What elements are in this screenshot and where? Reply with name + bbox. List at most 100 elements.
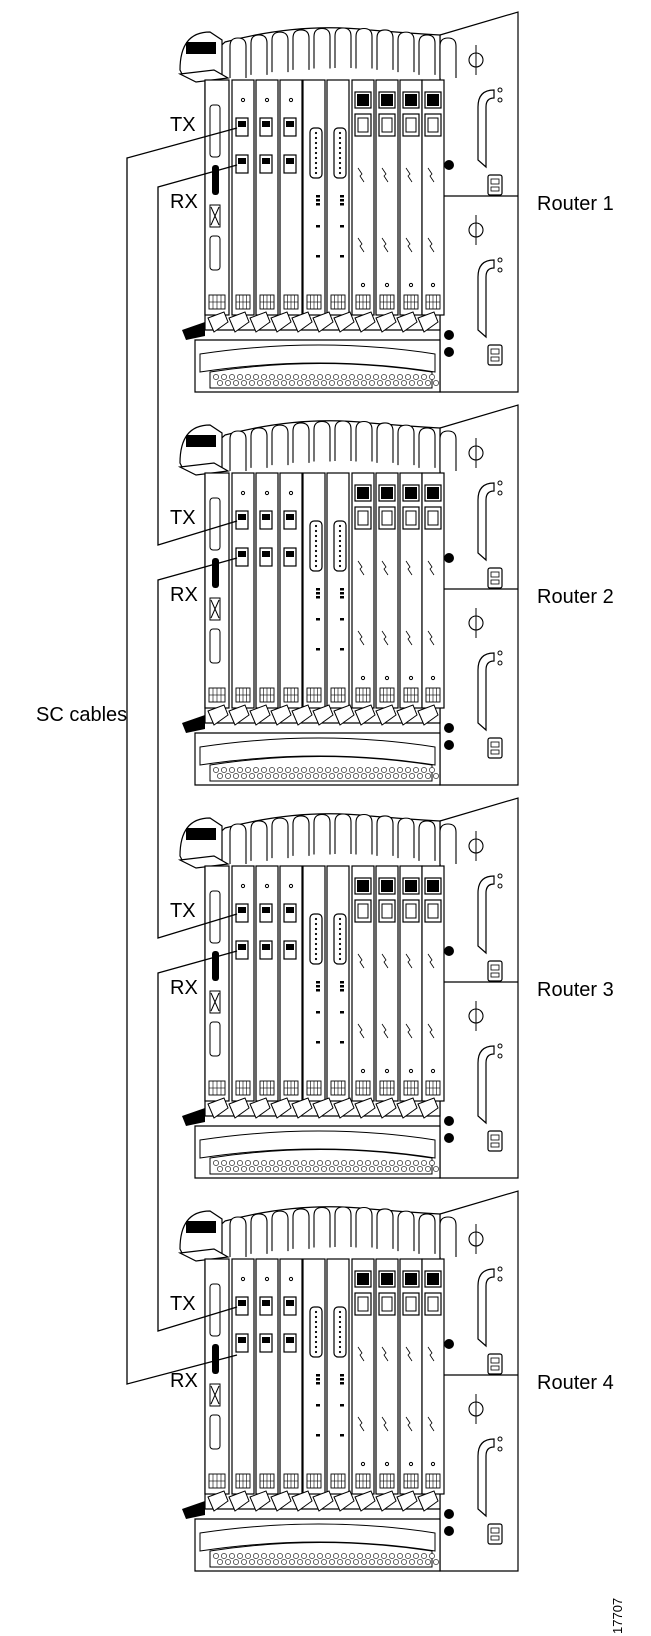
thumbscrew-icon — [444, 347, 454, 357]
line-card — [256, 80, 278, 315]
cable-label: SC cables — [36, 705, 127, 725]
ejector-handle — [419, 35, 435, 75]
ejector-handle — [335, 421, 351, 461]
pcmcia-slot — [210, 498, 220, 550]
ejector-handle — [398, 1211, 414, 1251]
router-4-rx-label: RX — [170, 1371, 198, 1391]
line-card — [327, 1259, 349, 1494]
aux-port — [210, 629, 220, 663]
pcmcia-slot — [210, 1284, 220, 1336]
power-inlet-icon — [488, 568, 502, 588]
pcmcia-slot — [210, 891, 220, 943]
ejector-handle — [293, 1209, 309, 1249]
router-2-rx-label: RX — [170, 585, 198, 605]
ejector-handle — [356, 421, 372, 461]
ejector-handle — [377, 30, 393, 70]
aux-port — [210, 1415, 220, 1449]
router-3-chassis — [180, 798, 518, 1178]
line-card — [280, 473, 302, 708]
ejector-handle — [356, 814, 372, 854]
ejector-handle — [230, 431, 246, 471]
power-inlet-icon — [488, 345, 502, 365]
thumbscrew-icon — [444, 1526, 454, 1536]
line-card — [256, 1259, 278, 1494]
router-4-name: Router 4 — [537, 1373, 614, 1393]
ejector-handle — [398, 32, 414, 72]
line-card — [256, 473, 278, 708]
thumbscrew-icon — [444, 1339, 454, 1349]
line-card — [232, 473, 254, 708]
router-3-tx-label: TX — [170, 901, 196, 921]
ejector-handle — [251, 35, 267, 75]
ejector-handle — [335, 28, 351, 68]
ejector-handle — [398, 818, 414, 858]
ejector-handle — [377, 1209, 393, 1249]
line-card — [303, 866, 325, 1101]
router-2-name: Router 2 — [537, 587, 614, 607]
router-chassis-group — [180, 12, 518, 1571]
router-2-tx-label: TX — [170, 508, 196, 528]
console-port — [212, 951, 219, 981]
thumbscrew-icon — [444, 723, 454, 733]
ejector-handle — [377, 816, 393, 856]
console-port — [212, 558, 219, 588]
line-card — [280, 866, 302, 1101]
ejector-handle — [293, 816, 309, 856]
ejector-handle — [356, 28, 372, 68]
line-card — [232, 866, 254, 1101]
ejector-handle — [251, 428, 267, 468]
power-inlet-icon — [488, 1131, 502, 1151]
thumbscrew-icon — [444, 1116, 454, 1126]
ejector-handle — [272, 32, 288, 72]
router-3-rx-label: RX — [170, 978, 198, 998]
power-inlet-icon — [488, 961, 502, 981]
line-card — [280, 80, 302, 315]
ejector-handle — [314, 1207, 330, 1247]
pcmcia-slot — [210, 105, 220, 157]
thumbscrew-icon — [444, 946, 454, 956]
ejector-handle — [230, 38, 246, 78]
router-3-name: Router 3 — [537, 980, 614, 1000]
aux-port — [210, 236, 220, 270]
ejector-handle — [272, 1211, 288, 1251]
ejector-handle — [335, 814, 351, 854]
ejector-handle — [293, 30, 309, 70]
line-card — [327, 866, 349, 1101]
ejector-handle — [314, 814, 330, 854]
ejector-handle — [419, 1214, 435, 1254]
ejector-handle — [440, 1217, 456, 1257]
ejector-handle — [440, 824, 456, 864]
aux-port — [210, 1022, 220, 1056]
router-4-chassis — [180, 1191, 518, 1571]
thumbscrew-icon — [444, 1509, 454, 1519]
ejector-handle — [335, 1207, 351, 1247]
power-inlet-icon — [488, 738, 502, 758]
thumbscrew-icon — [444, 330, 454, 340]
power-inlet-icon — [488, 175, 502, 195]
router-1-chassis — [180, 12, 518, 392]
router-1-tx-label: TX — [170, 115, 196, 135]
thumbscrew-icon — [444, 740, 454, 750]
ejector-handle — [251, 1214, 267, 1254]
ejector-handle — [314, 421, 330, 461]
ejector-handle — [230, 1217, 246, 1257]
line-card — [327, 80, 349, 315]
ejector-handle — [419, 821, 435, 861]
ejector-handle — [377, 423, 393, 463]
line-card — [256, 866, 278, 1101]
thumbscrew-icon — [444, 553, 454, 563]
console-port — [212, 165, 219, 195]
ejector-handle — [419, 428, 435, 468]
ejector-handle — [272, 425, 288, 465]
thumbscrew-icon — [444, 160, 454, 170]
router-1-name: Router 1 — [537, 194, 614, 214]
ejector-handle — [272, 818, 288, 858]
line-card — [327, 473, 349, 708]
line-card — [232, 1259, 254, 1494]
router-4-tx-label: TX — [170, 1294, 196, 1314]
ejector-handle — [314, 28, 330, 68]
line-card — [303, 473, 325, 708]
line-card — [280, 1259, 302, 1494]
line-card — [303, 80, 325, 315]
router-1-rx-label: RX — [170, 192, 198, 212]
